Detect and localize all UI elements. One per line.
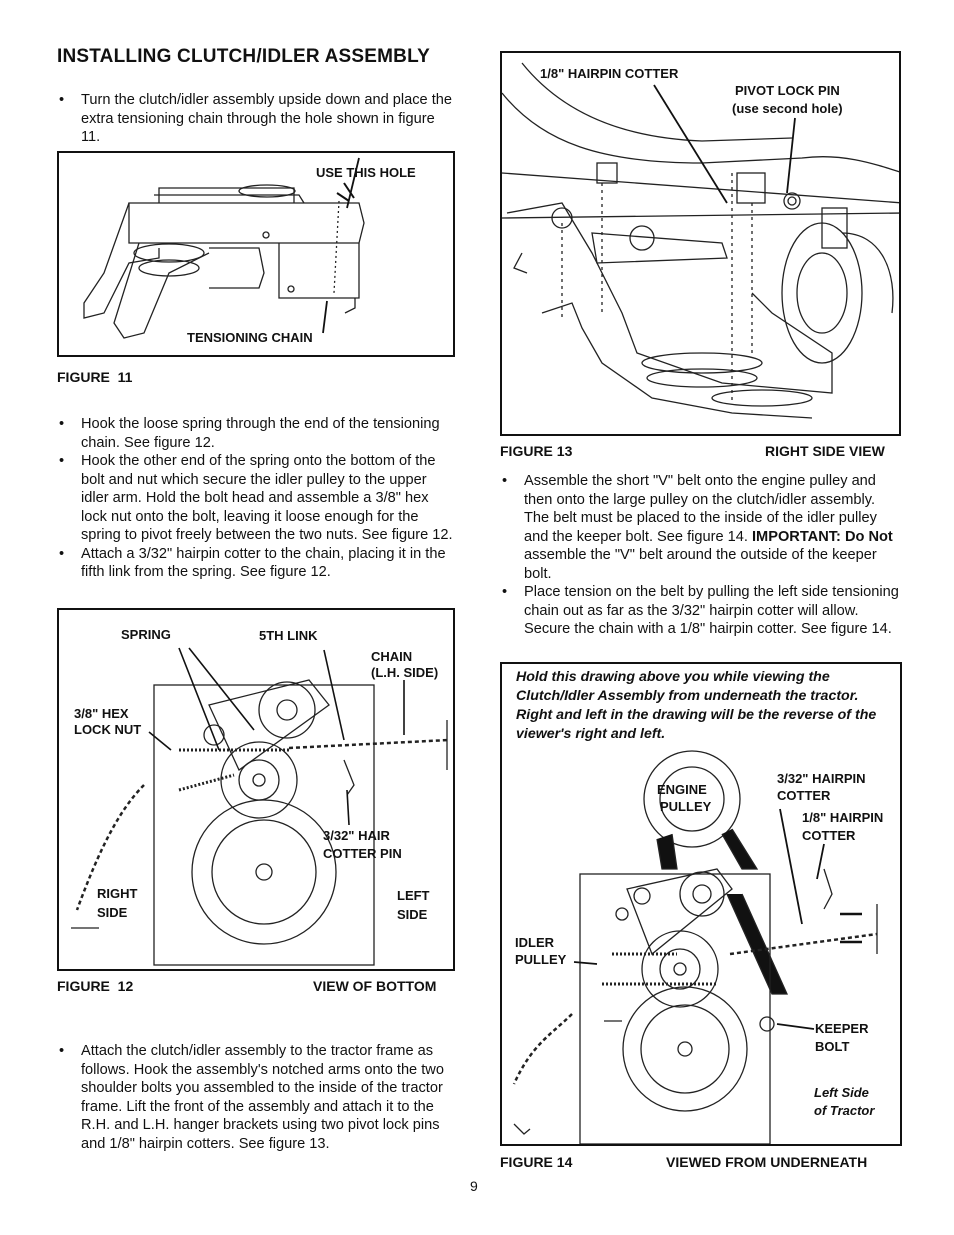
figure-11-drawing (83, 157, 365, 339)
label-idler-pulley: PULLEY (515, 952, 567, 967)
label-hex-nut: 3/8" HEX (74, 706, 129, 721)
figure-11: USE THIS HOLE TENSIONING CHAIN (57, 151, 455, 357)
list-item: Attach a 3/32" hairpin cotter to the cha… (57, 545, 457, 582)
figure-14-caption-right: VIEWED FROM UNDERNEATH (666, 1154, 868, 1170)
label-hairpin-cotter: 1/8" HAIRPIN COTTER (540, 66, 679, 81)
bottom-bullet-list: Attach the clutch/idler assembly to the … (57, 1042, 457, 1153)
label-18-cotter: COTTER (802, 828, 856, 843)
label-cotter-pin: COTTER PIN (323, 846, 402, 861)
figure-13-drawing (502, 62, 899, 419)
list-item: Assemble the short "V" belt onto the eng… (500, 472, 900, 583)
list-item: Turn the clutch/idler assembly upside do… (57, 91, 452, 147)
label-keeper: KEEPER (815, 1021, 869, 1036)
label-use-this-hole: USE THIS HOLE (316, 165, 416, 180)
figure-14: Hold this drawing above you while viewin… (500, 662, 902, 1146)
label-5th-link: 5TH LINK (259, 628, 318, 643)
label-spring: SPRING (121, 627, 171, 642)
intro-bullet-list: Turn the clutch/idler assembly upside do… (57, 91, 452, 147)
label-pulley: PULLEY (660, 799, 712, 814)
label-18-hairpin: 1/8" HAIRPIN (802, 810, 884, 825)
figure-14-drawing (512, 750, 878, 1144)
figure-12: SPRING 5TH LINK CHAIN (L.H. SIDE) 3/8" H… (57, 608, 455, 971)
label-left-side-of-tractor: Left Side (814, 1085, 869, 1100)
figure-12-caption: FIGURE 12 (57, 978, 134, 994)
label-use-second-hole: (use second hole) (732, 101, 843, 116)
label-of-tractor: of Tractor (814, 1103, 875, 1118)
figure-11-caption: FIGURE 11 (57, 369, 133, 385)
list-item: Hook the loose spring through the end of… (57, 415, 457, 452)
label-tensioning-chain: TENSIONING CHAIN (187, 330, 313, 345)
label-right-side: SIDE (97, 905, 128, 920)
label-lock-nut: LOCK NUT (74, 722, 142, 737)
label-idler: IDLER (515, 935, 554, 950)
important-label: IMPORTANT: Do Not (752, 528, 893, 545)
figure-13: 1/8" HAIRPIN COTTER PIVOT LOCK PIN (use … (500, 51, 901, 436)
label-chain-side: (L.H. SIDE) (371, 665, 439, 680)
label-left: LEFT (397, 888, 430, 903)
right-bullet-list: Assemble the short "V" belt onto the eng… (500, 472, 900, 639)
bullet-text-cont: assemble the "V" belt around the outside… (524, 547, 877, 582)
label-keeper-bolt: BOLT (815, 1039, 850, 1054)
bullet-text: Assemble the short "V" belt onto the eng… (524, 473, 877, 545)
label-332-hairpin: 3/32" HAIRPIN (777, 771, 866, 786)
figure-13-caption: FIGURE 13 (500, 443, 573, 459)
figure-13-caption-right: RIGHT SIDE VIEW (765, 443, 885, 459)
figure-12-drawing (71, 647, 450, 966)
figure-14-caption: FIGURE 14 (500, 1154, 573, 1170)
label-332-cotter: COTTER (777, 788, 831, 803)
label-hair: 3/32" HAIR (323, 828, 390, 843)
figure-12-caption-right: VIEW OF BOTTOM (313, 978, 437, 994)
page-heading: INSTALLING CLUTCH/IDLER ASSEMBLY (57, 46, 431, 67)
label-engine: ENGINE (657, 782, 707, 797)
mid-bullet-list: Hook the loose spring through the end of… (57, 415, 457, 582)
page-number: 9 (470, 1178, 478, 1194)
list-item: Attach the clutch/idler assembly to the … (57, 1042, 457, 1153)
label-pivot-lock-pin: PIVOT LOCK PIN (735, 83, 840, 98)
label-chain: CHAIN (371, 649, 413, 664)
label-right: RIGHT (97, 886, 138, 901)
list-item: Hook the other end of the spring onto th… (57, 452, 457, 545)
label-left-side: SIDE (397, 907, 428, 922)
list-item: Place tension on the belt by pulling the… (500, 583, 900, 639)
figure-14-note: Hold this drawing above you while viewin… (516, 669, 877, 742)
